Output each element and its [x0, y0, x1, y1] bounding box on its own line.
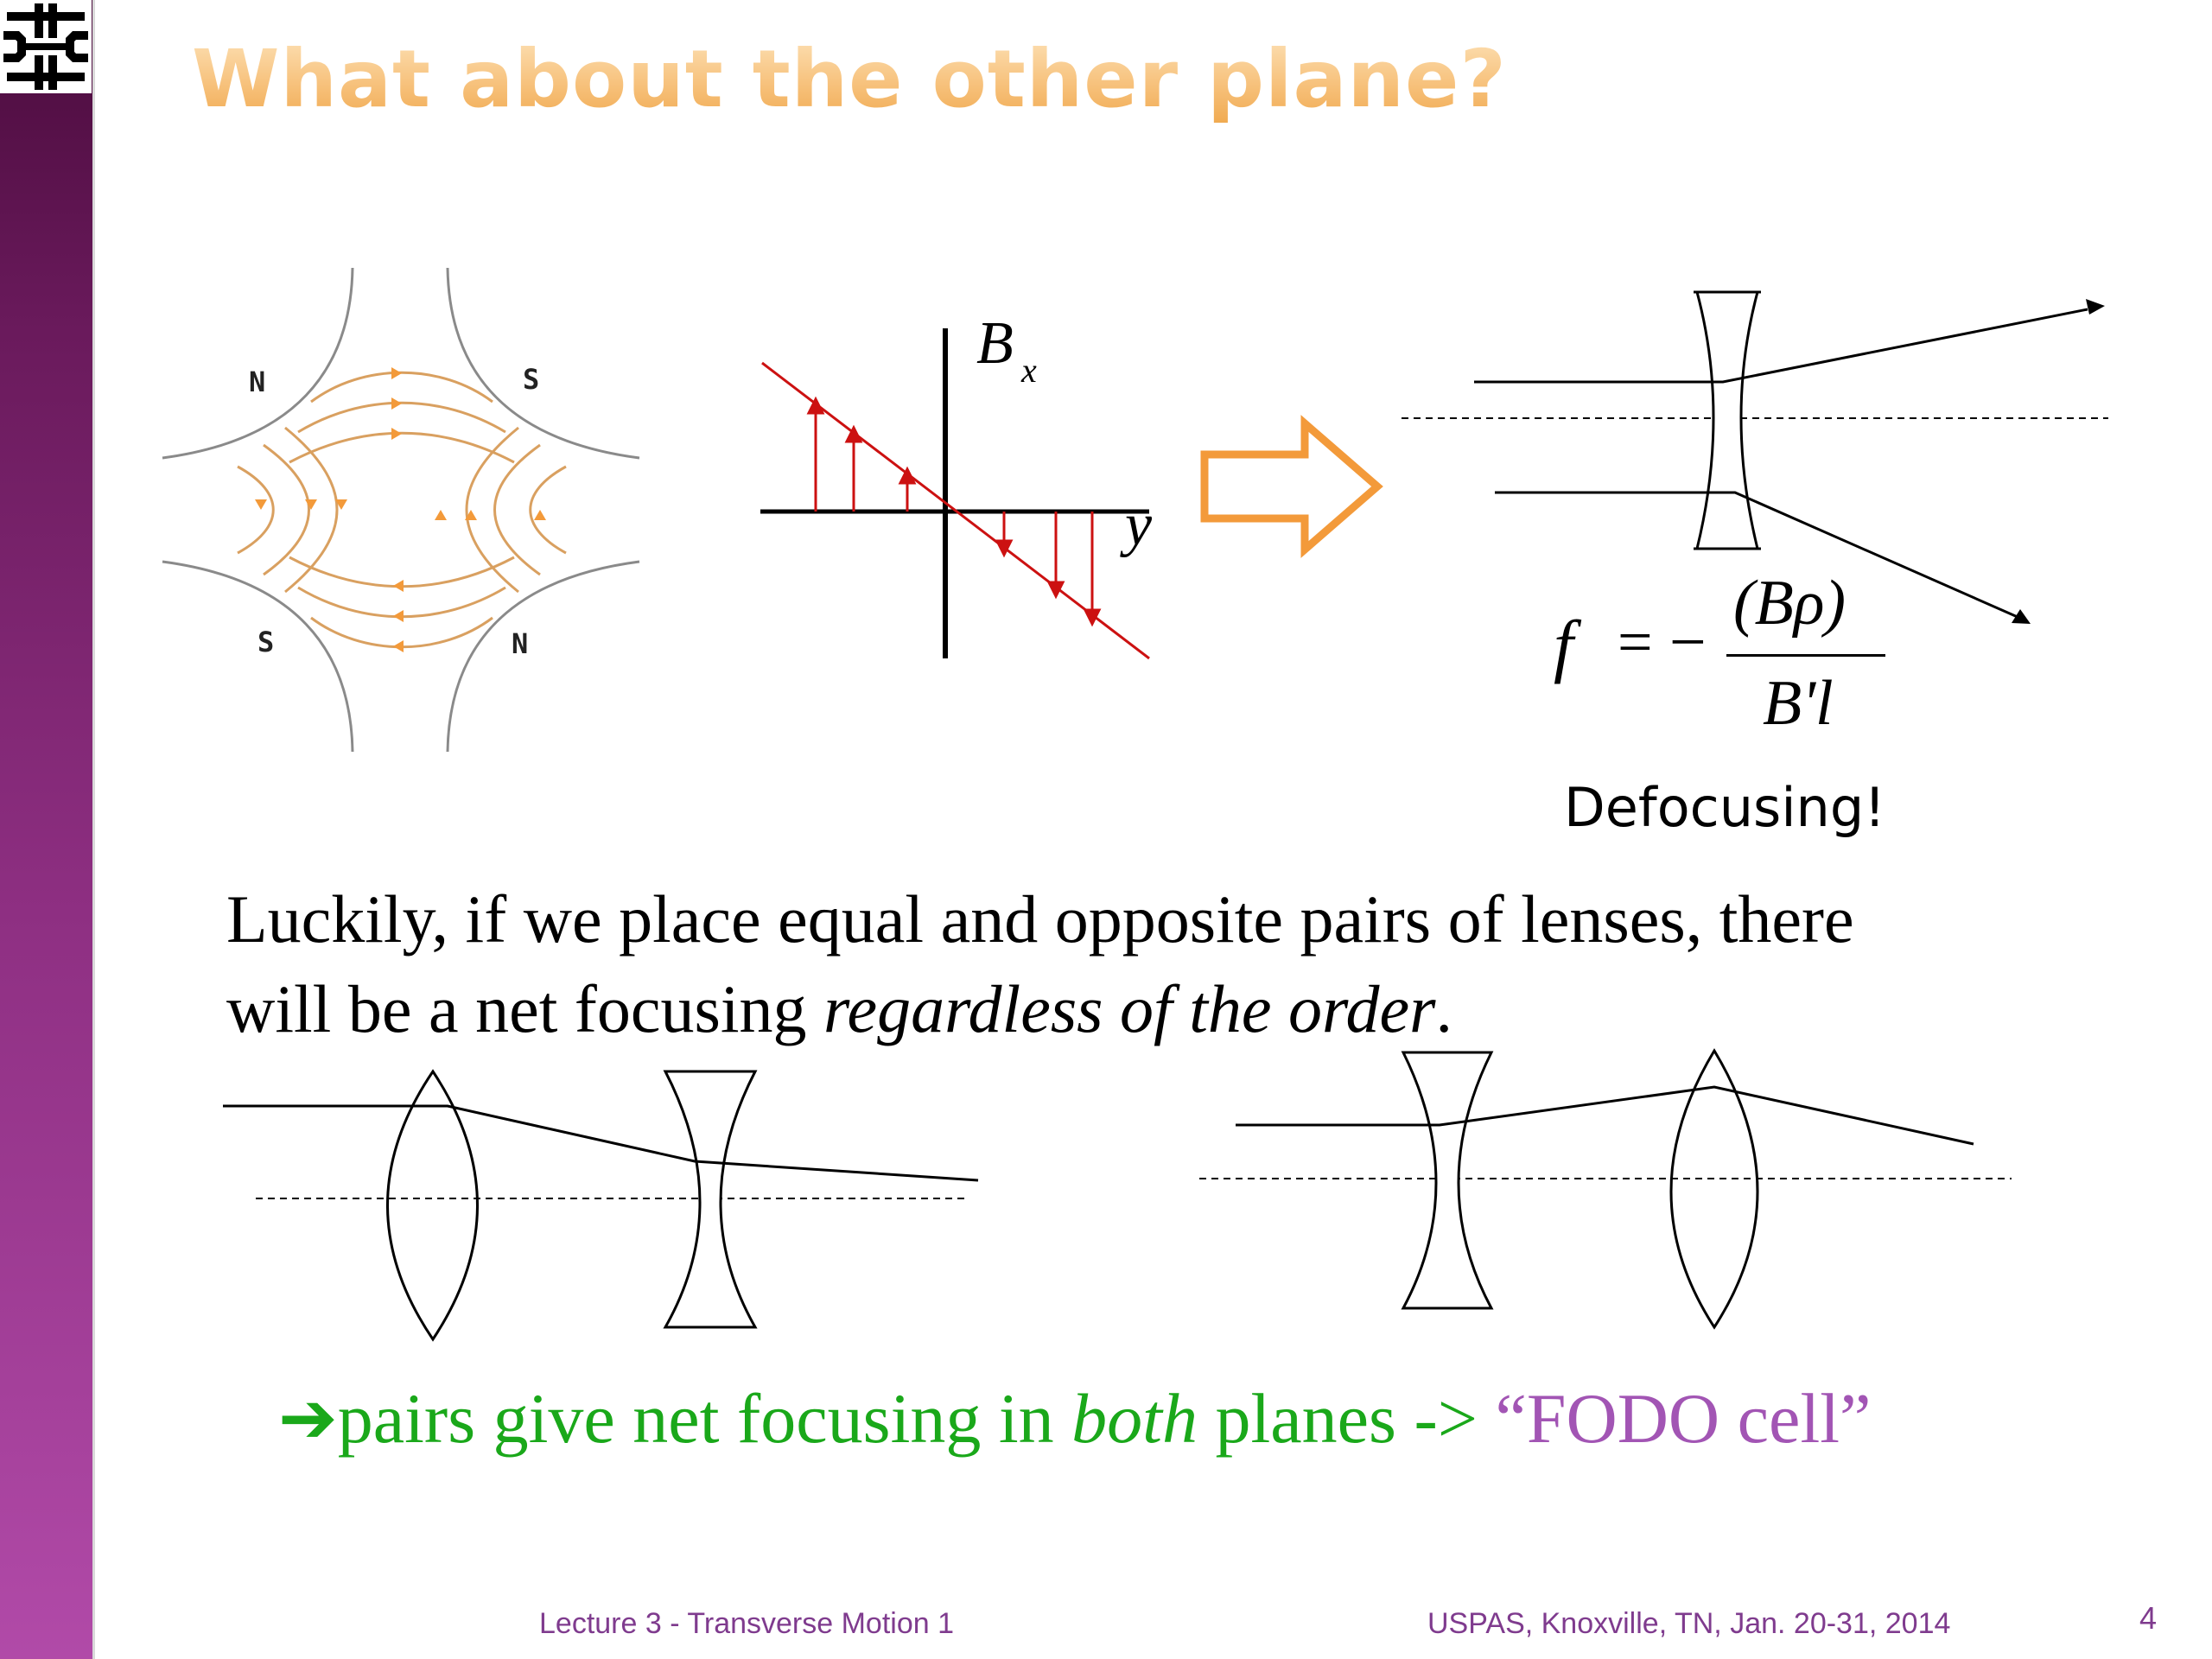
bx-subscript: x	[1020, 351, 1037, 390]
implication-arrow	[1200, 415, 1383, 558]
conclusion-part-2: planes ->	[1197, 1379, 1496, 1458]
slide-title: What about the other plane?	[192, 33, 1507, 125]
pole-label-s-bottom-left: S	[257, 626, 274, 658]
lens-pair-focus-defocus	[223, 1069, 979, 1342]
bx-label: B	[976, 310, 1014, 377]
pole-label-n-bottom-right: N	[512, 627, 528, 660]
ray-right	[1236, 1085, 1974, 1146]
body-line-2: will be a net focusing	[226, 971, 823, 1046]
formula-numerator: (Bρ)	[1733, 568, 1847, 639]
defocusing-lens-diagram	[1402, 290, 2108, 624]
formula-equals: =	[1618, 607, 1653, 677]
logo-mark	[3, 3, 88, 90]
lab-logo	[0, 0, 92, 93]
fodo-cell-term: “FODO cell”	[1495, 1379, 1872, 1458]
field-vectors	[806, 396, 1102, 627]
conclusion-part-1: pairs give net focusing in	[337, 1379, 1072, 1458]
body-text: Luckily, if we place equal and opposite …	[226, 874, 2084, 1054]
formula-minus: −	[1669, 606, 1707, 678]
sidebar-edge	[92, 0, 95, 1659]
formula-fraction-bar	[1726, 654, 1885, 657]
page-number: 4	[2139, 1600, 2158, 1636]
convex-lens-right	[1669, 1048, 1759, 1330]
conclusion-line: ➔pairs give net focusing in both planes …	[278, 1377, 1871, 1459]
body-line-2-end: .	[1435, 971, 1452, 1046]
formula-f: f	[1554, 606, 1573, 684]
footer-venue: USPAS, Knoxville, TN, Jan. 20-31, 2014	[1427, 1607, 1951, 1640]
field-arrowheads	[255, 367, 546, 652]
sidebar-gradient	[0, 0, 95, 1659]
pole-label-s-top-right: S	[523, 363, 539, 396]
concave-lens-left	[663, 1070, 758, 1329]
pole-tips	[162, 267, 640, 753]
defocusing-label: Defocusing!	[1564, 776, 1886, 839]
ray-left	[223, 1104, 979, 1182]
conclusion-italic: both	[1071, 1379, 1198, 1458]
concave-lens	[1695, 290, 1759, 550]
right-arrow-icon: ➔	[278, 1377, 338, 1459]
bx-vs-y-graph: B x y	[760, 310, 1153, 660]
convex-lens-left	[386, 1069, 479, 1342]
footer-lecture: Lecture 3 - Transverse Motion 1	[539, 1607, 955, 1640]
body-line-2-italic: regardless of the order	[823, 971, 1436, 1046]
concave-lens-right	[1401, 1051, 1494, 1310]
lens-pair-defocus-focus	[1199, 1048, 2012, 1330]
quadrupole-field-diagram: N S S N	[162, 267, 640, 753]
body-line-1: Luckily, if we place equal and opposite …	[226, 881, 1854, 957]
formula-denominator: B'l	[1763, 668, 1834, 739]
rays	[1474, 308, 2088, 622]
pole-label-n-top-left: N	[249, 365, 265, 398]
slide-title-text: What about the other plane?	[192, 33, 1507, 125]
y-axis-label: y	[1120, 492, 1153, 558]
